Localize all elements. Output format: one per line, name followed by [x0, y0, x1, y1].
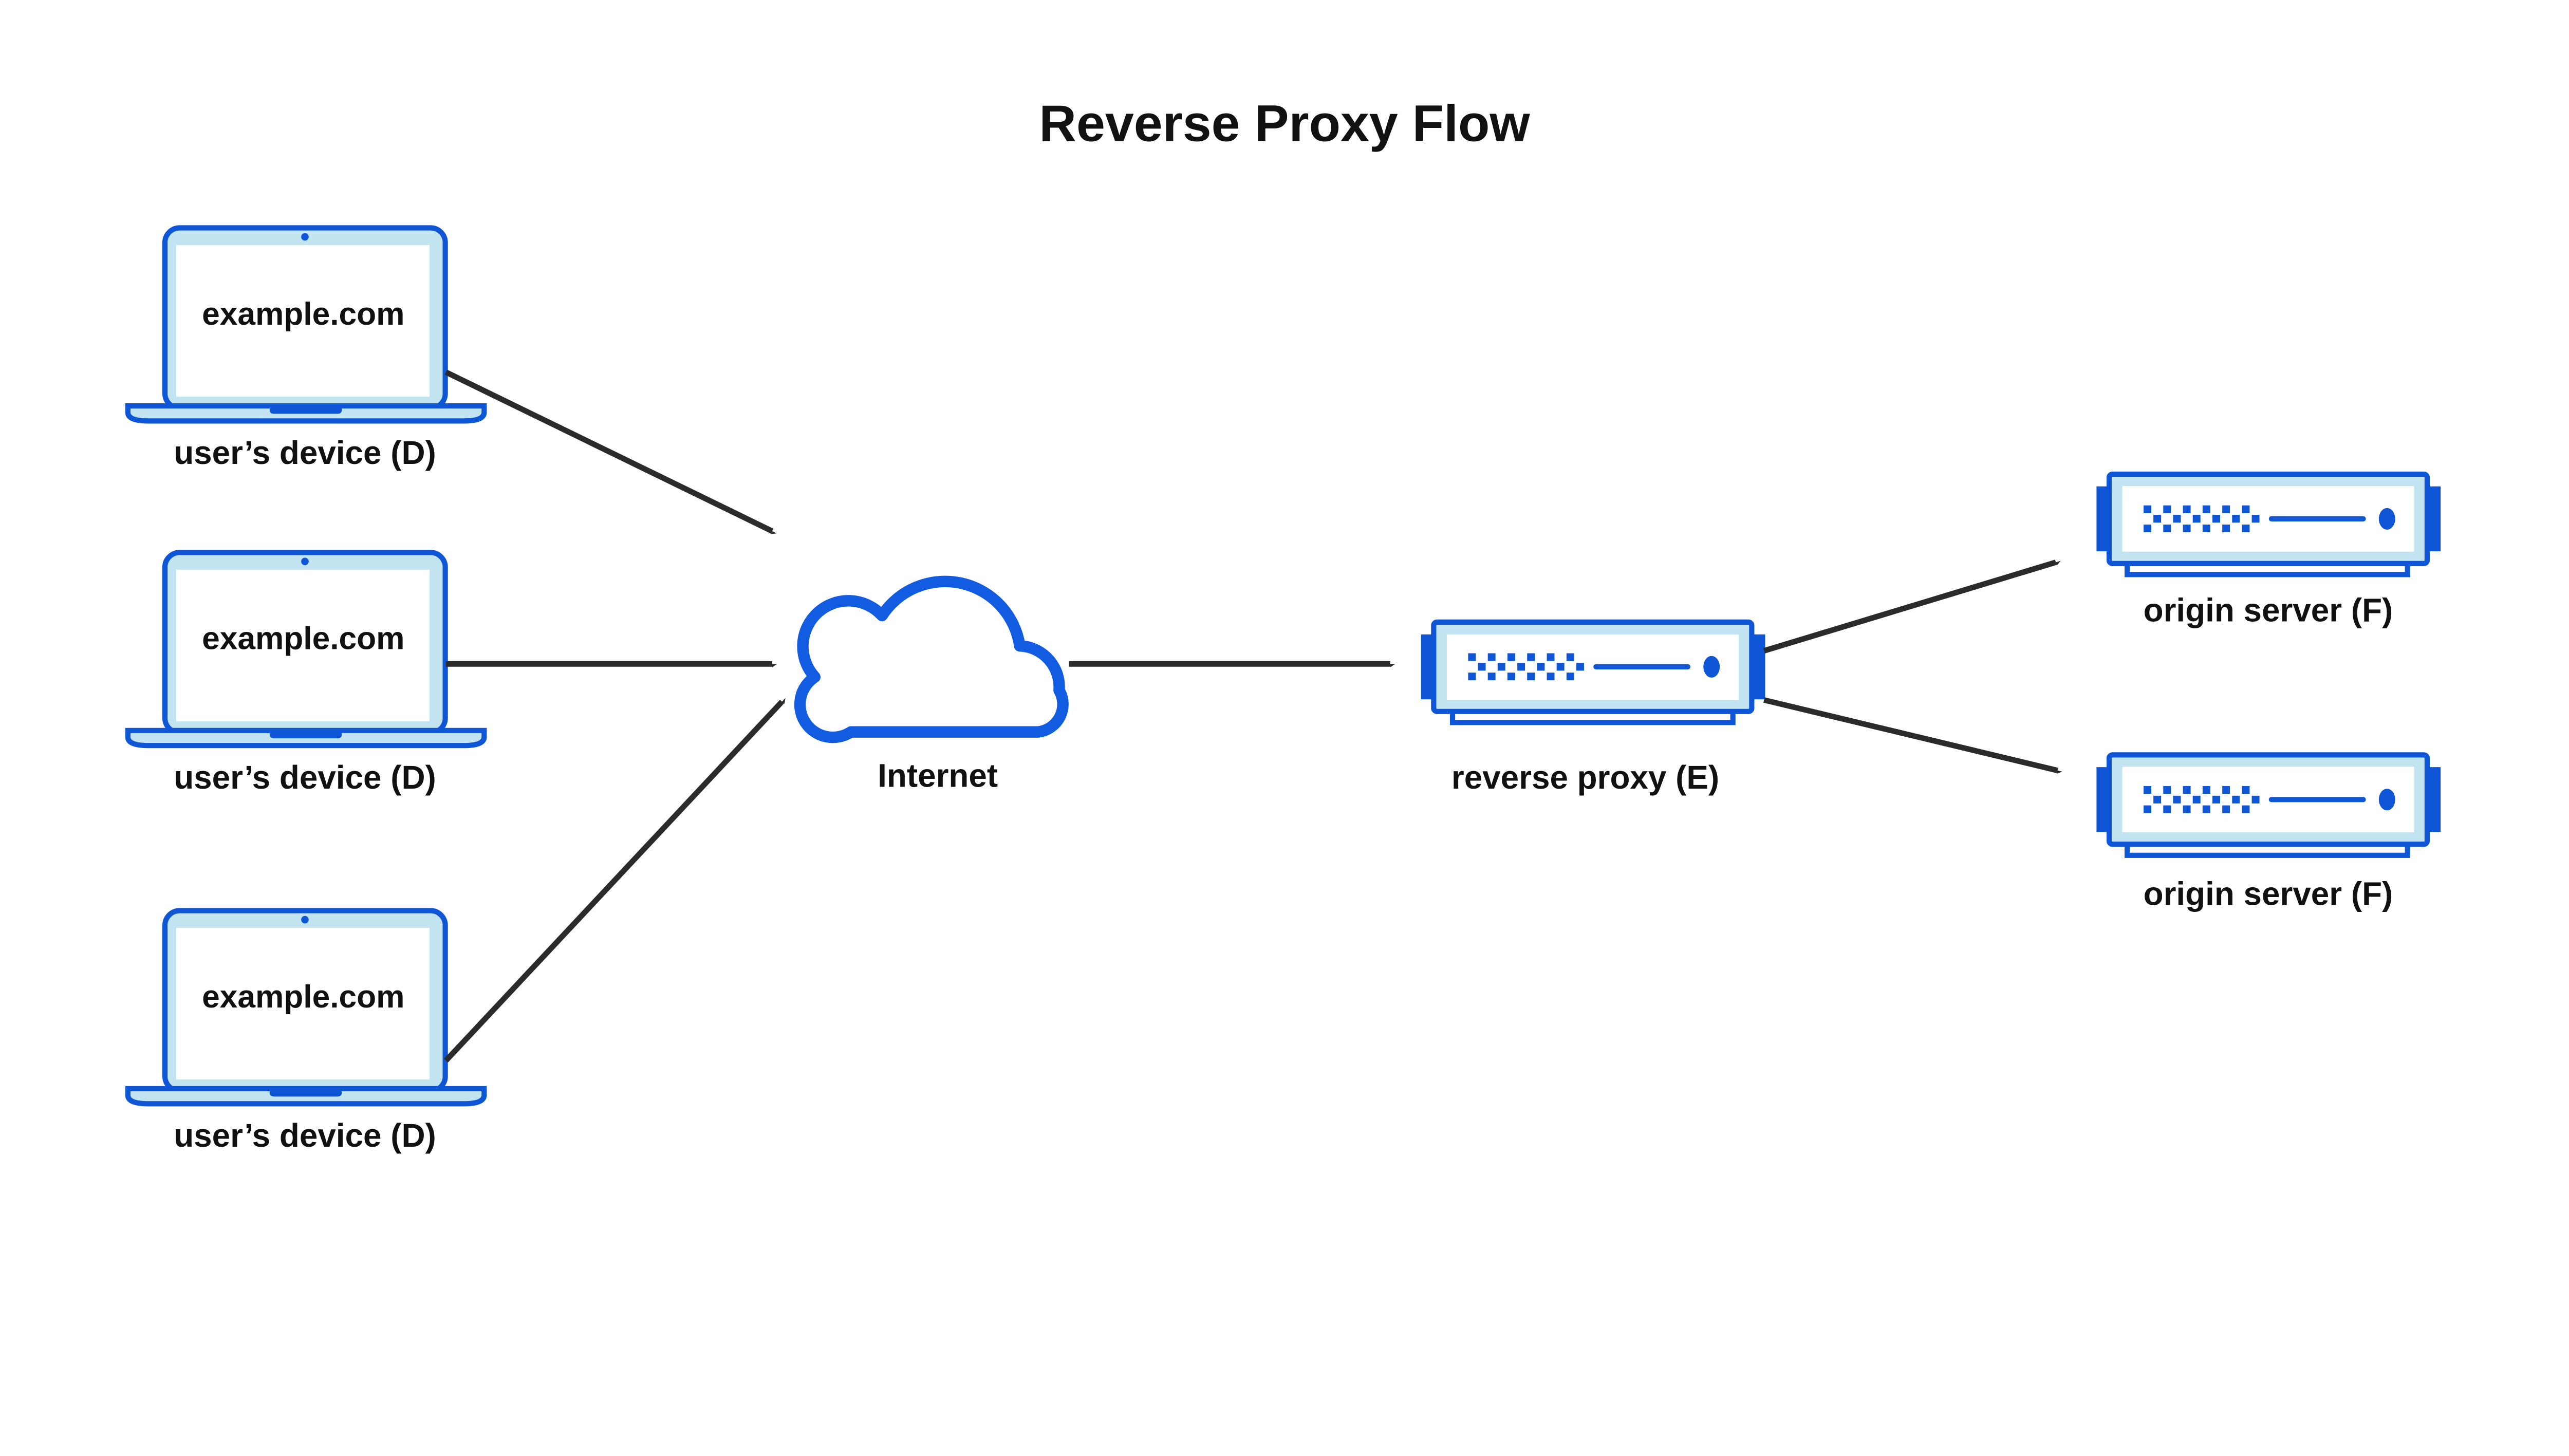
- reverse-proxy-node: reverse proxy (E): [1421, 619, 1765, 796]
- cloud-icon: [794, 575, 1069, 743]
- server-power-dot-icon: [2378, 508, 2395, 530]
- reverse-proxy-flow-diagram: Reverse Proxy Flow example.com user’s de…: [125, 95, 2441, 1154]
- diagram-title: Reverse Proxy Flow: [1039, 95, 1530, 152]
- laptop-1-user-device: example.com user’s device (D): [125, 225, 487, 471]
- reverse-proxy-flow-page: Reverse Proxy Flow example.com user’s de…: [125, 95, 2441, 1154]
- laptop-base-notch: [269, 1089, 342, 1097]
- device-label: user’s device (D): [174, 434, 436, 471]
- laptop-screen-url: example.com: [202, 621, 404, 657]
- origin-server-label: origin server (F): [2144, 591, 2393, 628]
- server-face: [1446, 634, 1739, 700]
- arrow-device3-to-internet: [443, 702, 782, 1063]
- laptop-screen-url: example.com: [202, 979, 404, 1015]
- server-vent-dots-icon: [2143, 505, 2260, 533]
- arrow-device1-to-internet: [444, 369, 772, 531]
- device-label: user’s device (D): [174, 759, 436, 796]
- laptop-screen: [176, 927, 430, 1080]
- reverse-proxy-label: reverse proxy (E): [1451, 759, 1719, 796]
- internet-node: Internet: [794, 575, 1069, 794]
- laptop-base-notch: [269, 406, 342, 414]
- laptop-3-user-device: example.com user’s device (D): [125, 908, 487, 1154]
- server-power-dot-icon: [1703, 656, 1720, 678]
- device-label: user’s device (D): [174, 1117, 436, 1154]
- server-vent-dots-icon: [1468, 653, 1584, 681]
- server-face: [2122, 767, 2414, 833]
- laptop-screen: [176, 569, 430, 721]
- server-power-dot-icon: [2378, 789, 2395, 811]
- laptop-camera-dot-icon: [301, 916, 309, 924]
- origin-server-2-node: origin server (F): [2096, 752, 2441, 912]
- server-face: [2122, 486, 2414, 552]
- laptop-camera-dot-icon: [301, 233, 309, 241]
- origin-server-label: origin server (F): [2144, 875, 2393, 912]
- arrow-reverse-proxy-to-origin2: [1763, 697, 2057, 770]
- laptop-screen: [176, 245, 430, 397]
- server-vent-dots-icon: [2143, 786, 2260, 813]
- origin-server-1-node: origin server (F): [2096, 471, 2441, 628]
- laptop-2-user-device: example.com user’s device (D): [125, 550, 487, 796]
- laptop-camera-dot-icon: [301, 557, 309, 566]
- laptop-screen-url: example.com: [202, 296, 404, 332]
- laptop-base-notch: [269, 731, 342, 739]
- internet-label: Internet: [878, 757, 998, 794]
- arrow-reverse-proxy-to-origin1: [1763, 562, 2056, 654]
